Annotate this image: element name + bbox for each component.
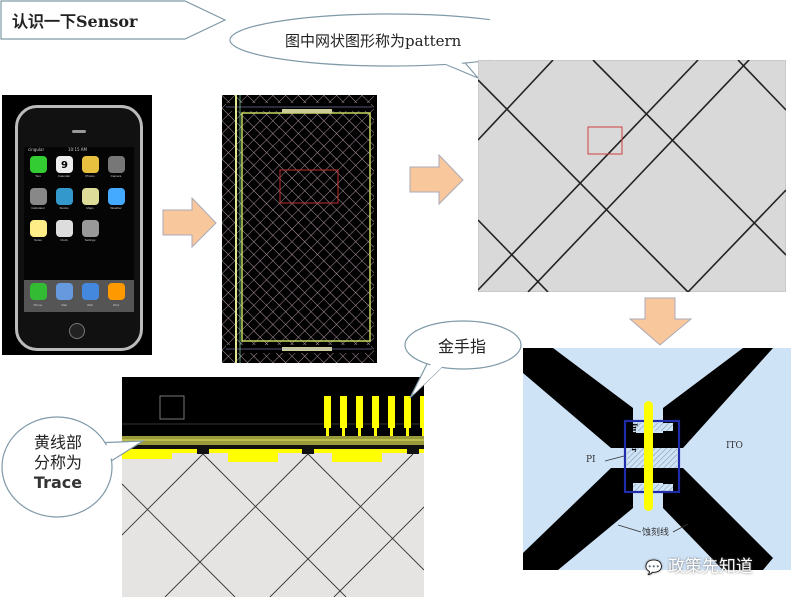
dock-icon (56, 283, 73, 300)
app-icon (30, 188, 47, 205)
gold-finger (388, 396, 395, 428)
app-label: Photos (85, 174, 95, 178)
gold-finger-lead (406, 427, 409, 437)
gold-finger-lead (390, 427, 393, 437)
dock-label: Web (86, 303, 94, 307)
app-label: Notes (34, 238, 42, 242)
trace-line-3: Trace (33, 473, 83, 492)
app-label: Stocks (59, 206, 69, 210)
pattern-callout-text: 图中网状图形称为pattern (285, 32, 462, 50)
gold-finger (324, 396, 331, 428)
carrier-label: cingular (28, 147, 45, 152)
app-icon (56, 188, 73, 205)
dock-label: Mail (61, 303, 67, 307)
app-icon (30, 156, 47, 173)
app-icon (108, 156, 125, 173)
trace-image (122, 377, 424, 597)
app-icon: 9 (56, 156, 73, 173)
dock-icon (108, 283, 125, 300)
pi-label: PI (586, 455, 596, 465)
pattern-zoom-image (478, 60, 786, 292)
app-label: Text (35, 174, 41, 178)
title-callout (0, 0, 227, 40)
wechat-icon: 💬 (645, 560, 663, 576)
gold-finger (372, 396, 379, 428)
gold-finger (340, 396, 347, 428)
app-label: Weather (110, 206, 122, 210)
slide-title: 认识一下Sensor (12, 12, 138, 31)
jumper-diagram (523, 348, 791, 570)
app-icon (82, 188, 99, 205)
gold-finger-text: 金手指 (438, 337, 487, 356)
ito-label: ITO (726, 441, 743, 451)
sensor-layout-image (222, 95, 377, 363)
gold-finger-callout (404, 320, 522, 399)
app-icon (82, 156, 99, 173)
right-arrow-icon (162, 197, 217, 249)
trace-callout-text: 黄线部 分称为 Trace (30, 433, 86, 493)
gold-finger-lead (358, 427, 361, 437)
pattern-callout (229, 13, 490, 79)
app-label: Maps (86, 206, 94, 210)
trace-callout (1, 416, 146, 518)
app-label: Calendar (57, 174, 71, 178)
app-icon (82, 220, 99, 237)
dock-icon (82, 283, 99, 300)
app-label: Camera (110, 174, 122, 178)
gold-finger-lead (342, 427, 345, 437)
home-button (69, 323, 85, 339)
app-icon (108, 188, 125, 205)
etch-line-label: 蚀刻线 (642, 528, 670, 538)
trace-line-1: 黄线部 (33, 433, 82, 452)
gold-finger-lead (374, 427, 377, 437)
app-icon (56, 220, 73, 237)
gold-finger (356, 396, 363, 428)
down-arrow-icon (629, 297, 693, 346)
app-label: Calculator (31, 206, 45, 210)
app-label: Settings (84, 238, 96, 242)
gold-finger (420, 396, 424, 428)
gold-finger-lead (326, 427, 329, 437)
watermark: 💬 政策先知道 (645, 552, 753, 577)
jumper-label: Jumper (630, 423, 639, 452)
dock-icon (30, 283, 47, 300)
gold-finger (404, 396, 411, 428)
app-label: Clock (60, 238, 68, 242)
time-label: 10:15 AM (68, 147, 87, 152)
trace-line-2: 分称为 (33, 453, 82, 472)
watermark-text: 政策先知道 (667, 557, 753, 577)
dock-label: iPod (112, 303, 119, 307)
speaker-icon (72, 130, 86, 133)
dock-label: Phone (33, 303, 43, 307)
right-arrow-icon (409, 154, 464, 206)
app-icon (30, 220, 47, 237)
gold-finger-lead (422, 427, 424, 437)
